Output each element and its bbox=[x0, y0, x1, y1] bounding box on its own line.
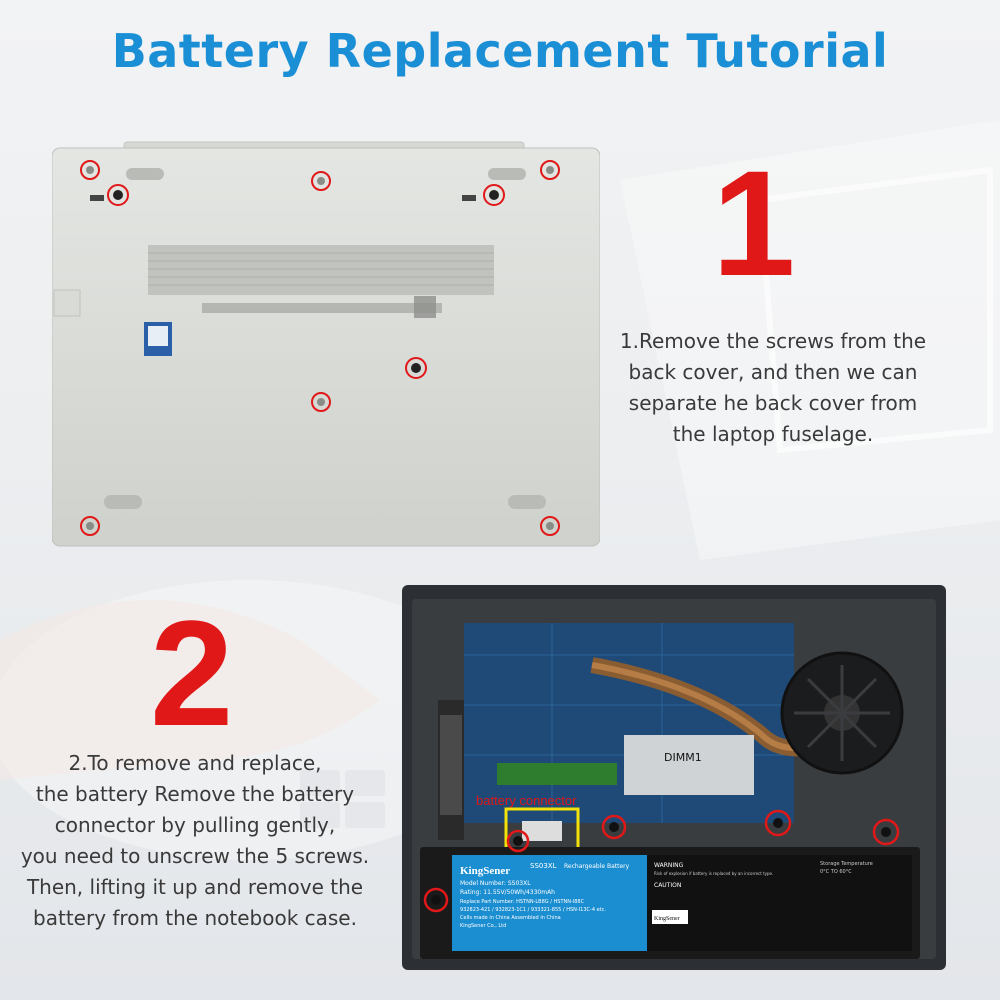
battery-warning-title: WARNING bbox=[654, 862, 684, 869]
laptop-internals-image: DIMM1 battery connector KingSener SS03XL… bbox=[402, 585, 946, 970]
step-1-number: 1 bbox=[712, 139, 796, 307]
battery-company-line: KingSener Co., Ltd bbox=[460, 923, 506, 929]
battery-parts-line: 932823-421 / 932823-1C1 / 933321-855 / H… bbox=[460, 907, 606, 913]
step-2-number: 2 bbox=[150, 589, 234, 757]
battery-made-line: Cells made in China Assembled in China bbox=[460, 915, 561, 921]
laptop-bottom-cover-image bbox=[52, 140, 600, 548]
battery-badge: SS03XL bbox=[530, 862, 557, 870]
battery-brand: KingSener bbox=[460, 865, 510, 877]
step-2-instructions: 2.To remove and replace, the battery Rem… bbox=[20, 751, 370, 930]
battery-rating-line: Rating: 11.55V/50Wh/4330mAh bbox=[460, 889, 555, 896]
battery-type: Rechargeable Battery bbox=[564, 863, 630, 870]
battery-replace-line: Replace Part Number: HSTNN-LB8G / HSTNN-… bbox=[460, 899, 585, 905]
battery-storage-title: Storage Temperature bbox=[820, 861, 873, 867]
battery-warning-text: Risk of explosion if battery is replaced… bbox=[654, 871, 773, 876]
battery-model-line: Model Number: SS03XL bbox=[460, 880, 531, 887]
page-title: Battery Replacement Tutorial bbox=[111, 24, 889, 78]
step-1-instructions: 1.Remove the screws from the back cover,… bbox=[619, 329, 927, 446]
battery-storage-value: 0°C TO 60°C bbox=[820, 869, 852, 875]
dimm-label: DIMM1 bbox=[664, 751, 702, 764]
battery-connector-label: battery connector bbox=[476, 793, 577, 808]
battery-small-brand: KingSener bbox=[654, 916, 680, 922]
battery-caution-title: CAUTION bbox=[654, 882, 681, 889]
